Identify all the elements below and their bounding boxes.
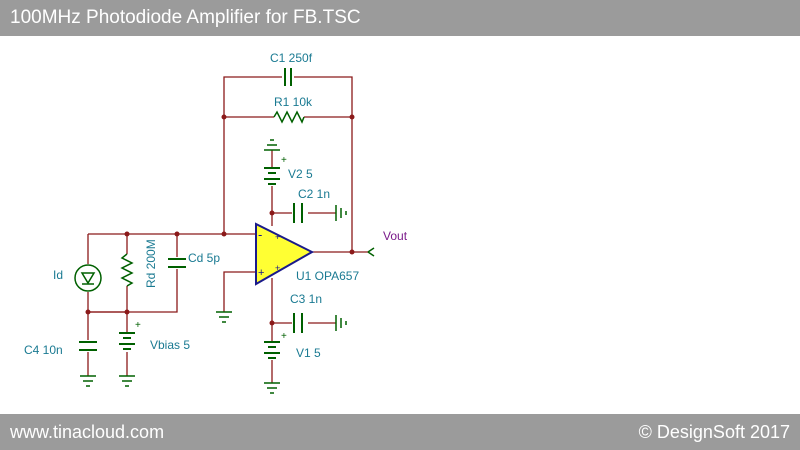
capacitor-cd bbox=[168, 258, 186, 268]
ground-c4 bbox=[80, 375, 96, 387]
label-cd: Cd 5p bbox=[188, 251, 220, 265]
photodiode-id bbox=[74, 264, 102, 292]
opamp-u1 bbox=[255, 222, 315, 286]
label-vout: Vout bbox=[383, 229, 408, 243]
capacitor-c3 bbox=[293, 313, 303, 333]
capacitor-c4 bbox=[79, 341, 97, 351]
junctions bbox=[85, 114, 355, 326]
ground-vbias bbox=[119, 375, 135, 387]
footer-bar: www.tinacloud.com © DesignSoft 2017 bbox=[0, 414, 800, 450]
ground-v1 bbox=[264, 382, 280, 394]
v2-plus-sign: + bbox=[281, 155, 287, 166]
label-id: Id bbox=[53, 268, 63, 282]
resistor-r1 bbox=[273, 110, 305, 124]
ground-c2 bbox=[335, 205, 347, 221]
label-c4: C4 10n bbox=[24, 343, 63, 357]
output-terminal-icon bbox=[367, 247, 375, 257]
label-v1: V1 5 bbox=[296, 346, 321, 360]
ground-opamp bbox=[216, 311, 232, 323]
ground-v2 bbox=[264, 139, 280, 151]
label-c1: C1 250f bbox=[270, 51, 313, 65]
capacitor-c2 bbox=[293, 203, 303, 223]
wires bbox=[87, 76, 368, 383]
opamp-vminus-sign: + bbox=[275, 263, 280, 273]
battery-v1 bbox=[264, 341, 280, 359]
label-r1: R1 10k bbox=[274, 95, 313, 109]
page-title: 100MHz Photodiode Amplifier for FB.TSC bbox=[10, 7, 361, 28]
battery-vbias bbox=[119, 332, 135, 350]
title-bar: 100MHz Photodiode Amplifier for FB.TSC bbox=[0, 0, 800, 36]
label-c2: C2 1n bbox=[298, 187, 330, 201]
website-link[interactable]: www.tinacloud.com bbox=[10, 422, 165, 442]
ground-c3 bbox=[335, 315, 347, 331]
opamp-minus-sign: - bbox=[258, 227, 262, 242]
label-v2: V2 5 bbox=[288, 167, 313, 181]
resistor-rd bbox=[120, 253, 134, 287]
capacitor-c1 bbox=[284, 68, 292, 86]
battery-v2 bbox=[264, 167, 280, 185]
label-vbias: Vbias 5 bbox=[150, 338, 190, 352]
schematic: - + + + + + + C1 250f R1 10k V2 5 C2 1n … bbox=[24, 51, 408, 394]
opamp-vplus-sign: + bbox=[275, 232, 280, 242]
copyright-text: © DesignSoft 2017 bbox=[638, 422, 790, 442]
label-c3: C3 1n bbox=[290, 292, 322, 306]
vbias-plus-sign: + bbox=[135, 320, 141, 331]
label-rd: Rd 200M bbox=[144, 239, 158, 288]
v1-plus-sign: + bbox=[281, 331, 287, 342]
opamp-plus-sign: + bbox=[258, 267, 264, 279]
label-u1: U1 OPA657 bbox=[296, 269, 359, 283]
